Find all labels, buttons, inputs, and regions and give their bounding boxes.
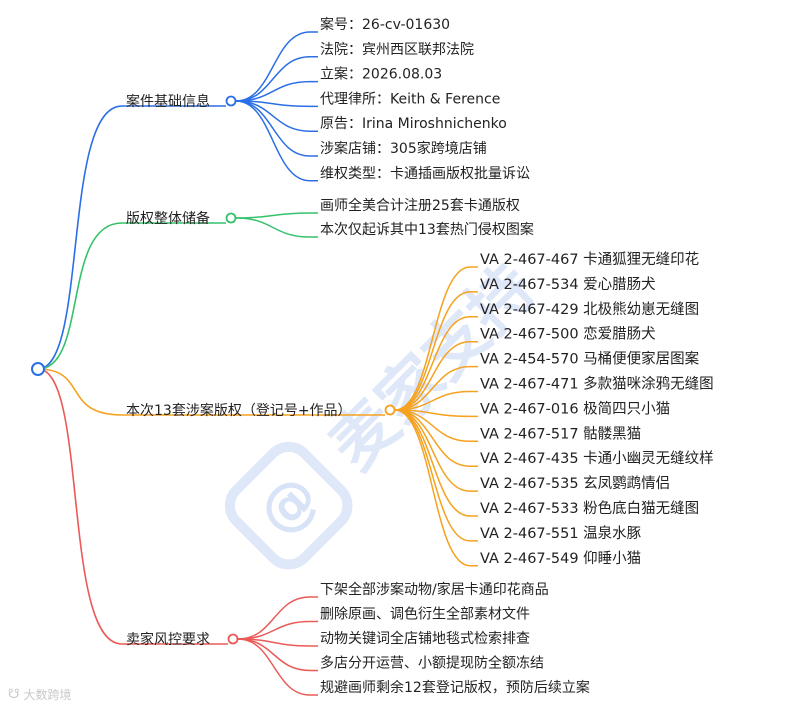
connector-root-reserve [37, 222, 226, 370]
leaf-works-4: VA 2-454-570 马桶便便家居图案 [480, 350, 700, 368]
leaf-works-5: VA 2-467-471 多款猫咪涂鸦无缝图 [480, 376, 714, 393]
leaf-risk-3: 多店分开运营、小额提现防全额冻结 [320, 655, 544, 672]
leaf-works-3: VA 2-467-500 恋爱腊肠犬 [480, 325, 656, 343]
connector-risk-4 [237, 638, 318, 696]
connector-works-3 [394, 340, 478, 411]
leaf-works-0: VA 2-467-467 卡通狐狸无缝印花 [480, 251, 699, 268]
leaf-risk-4: 规避画师剩余12套登记版权，预防后续立案 [320, 679, 590, 696]
connector-works-6 [394, 409, 478, 418]
connector-works-2 [394, 316, 478, 411]
leaf-works-8: VA 2-467-435 卡通小幽灵无缝纹样 [480, 450, 714, 467]
connector-risk-2 [237, 638, 318, 647]
root-node[interactable] [31, 362, 45, 376]
leaf-works-2: VA 2-467-429 北极熊幼崽无缝图 [480, 301, 699, 318]
connector-basic-4 [235, 100, 318, 132]
watermark-logo-mark: @ [246, 463, 332, 549]
leaf-works-10: VA 2-467-533 粉色底白猫无缝图 [480, 500, 699, 517]
leaf-works-1: VA 2-467-534 爱心腊肠犬 [480, 276, 656, 293]
brand-logo-icon: ☋ [8, 687, 20, 702]
footer-brand: ☋ 大数跨境 [8, 686, 72, 703]
leaf-basic-5: 涉案店铺：305家跨境店铺 [320, 140, 487, 157]
connector-basic-6 [235, 100, 318, 182]
leaf-basic-4: 原告：Irina Miroshnichenko [320, 116, 507, 132]
leaf-basic-1: 法院：宾州西区联邦法院 [320, 42, 474, 58]
connector-works-5 [394, 390, 478, 411]
leaf-risk-0: 下架全部涉案动物/家居卡通印花商品 [320, 581, 549, 598]
connector-basic-3 [235, 100, 318, 108]
leaf-works-12: VA 2-467-549 仰睡小猫 [480, 550, 641, 567]
leaf-basic-3: 代理律所：Keith & Ference [320, 91, 500, 107]
branch-node-risk[interactable] [227, 633, 239, 645]
branch-label-risk: 卖家风控要求 [126, 631, 210, 648]
connector-basic-0 [235, 31, 318, 102]
connector-basic-2 [235, 80, 318, 102]
leaf-risk-1: 删除原画、调色衍生全部素材文件 [320, 606, 530, 623]
connector-basic-1 [235, 56, 318, 102]
watermark-logo-icon [224, 441, 353, 570]
leaf-risk-2: 动物关键词全店铺地毯式检索排查 [320, 630, 530, 647]
connector-works-7 [394, 409, 478, 443]
branch-node-works[interactable] [384, 404, 396, 416]
nodes: 案件基础信息 案号：26-cv-01630 法院：宾州西区联邦法院立案：2026.0… [31, 16, 714, 696]
connector-risk-1 [237, 620, 318, 640]
leaf-reserve-1: 本次仅起诉其中13套热门侵权图案 [320, 221, 534, 238]
connector-risk-3 [237, 638, 318, 672]
leaf-basic-2: 立案：2026.08.03 [320, 66, 442, 83]
leaf-basic-0: 案号：26-cv-01630 [320, 16, 450, 33]
leaf-works-11: VA 2-467-551 温泉水豚 [480, 525, 642, 542]
footer-text: 大数跨境 [23, 688, 72, 702]
leaf-works-7: VA 2-467-517 骷髅黑猫 [480, 425, 641, 442]
connector-reserve-1 [235, 217, 318, 238]
connector-works-0 [394, 266, 478, 411]
branch-label-reserve: 版权整体储备 [126, 210, 210, 227]
leaf-works-6: VA 2-467-016 极简四只小猫 [480, 400, 670, 417]
connector-root-works [37, 368, 385, 416]
connector-works-12 [394, 409, 478, 567]
connector-works-4 [394, 365, 478, 411]
connector-reserve-0 [235, 212, 318, 219]
connector-root-risk [37, 368, 228, 645]
connector-risk-0 [237, 596, 318, 640]
leaf-reserve-0: 画师全美合计注册25套卡通版权 [320, 197, 520, 214]
connector-root-basic [37, 105, 226, 370]
branch-node-reserve[interactable] [225, 212, 237, 224]
leaf-works-9: VA 2-467-535 玄凤鹦鹉情侣 [480, 475, 670, 492]
branch-label-works: 本次13套涉案版权（登记号+作品） [126, 402, 352, 419]
branch-node-basic[interactable] [225, 95, 237, 107]
branch-label-basic: 案件基础信息 [126, 93, 210, 110]
connector-works-11 [394, 409, 478, 542]
connectors [37, 31, 478, 696]
leaf-basic-6: 维权类型：卡通插画版权批量诉讼 [320, 166, 530, 182]
connector-works-1 [394, 291, 478, 411]
